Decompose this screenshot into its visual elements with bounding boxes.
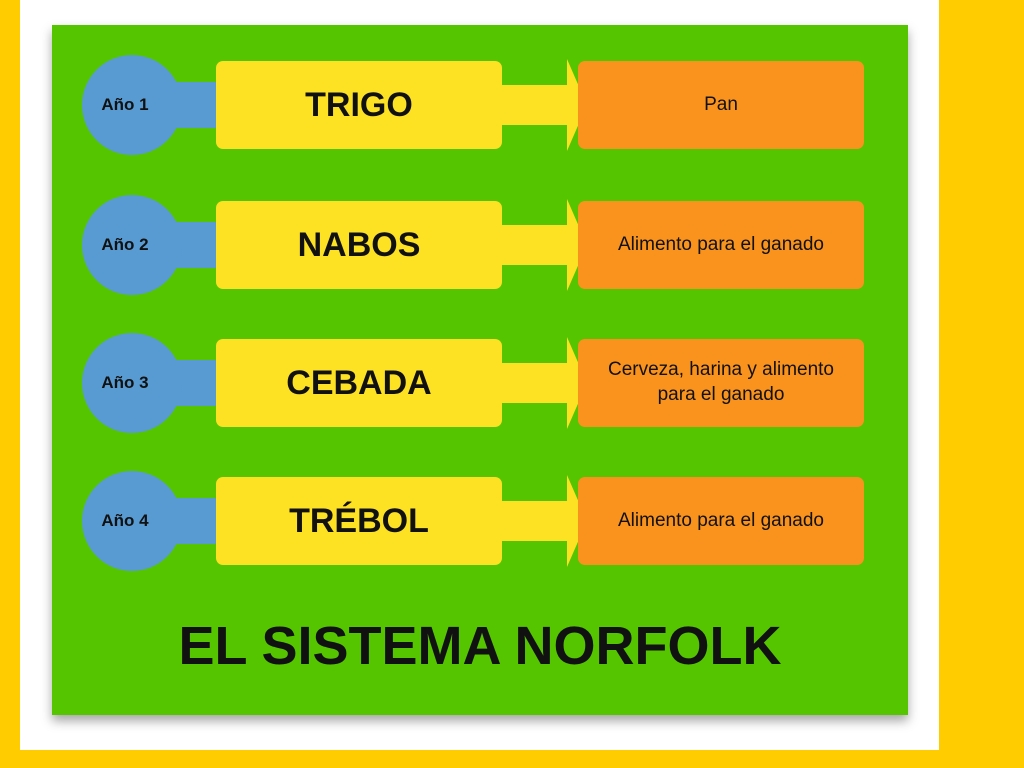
crop-label: NABOS <box>297 225 421 264</box>
use-box: Alimento para el ganado <box>578 477 864 565</box>
rotation-row-4: Año 4 TRÉBOL Alimento para el ganado <box>52 471 908 571</box>
crop-box: TRÉBOL <box>216 477 502 565</box>
year-label: Año 3 <box>101 373 149 392</box>
use-box: Alimento para el ganado <box>578 201 864 289</box>
year-circle: Año 4 <box>82 471 182 571</box>
year-label: Año 1 <box>101 95 149 114</box>
rotation-row-2: Año 2 NABOS Alimento para el ganado <box>52 195 908 295</box>
use-label: Alimento para el ganado <box>618 233 824 255</box>
arrow-right-icon <box>497 199 587 291</box>
crop-box: NABOS <box>216 201 502 289</box>
crop-label: TRIGO <box>305 85 413 124</box>
use-label: Pan <box>704 93 738 115</box>
diagram-title: EL SISTEMA NORFOLK <box>178 616 782 676</box>
year-circle: Año 1 <box>82 55 182 155</box>
arrow-right-icon <box>497 475 587 567</box>
crop-label: CEBADA <box>286 363 432 402</box>
year-label: Año 2 <box>101 235 149 254</box>
crop-label: TRÉBOL <box>289 501 429 540</box>
crop-box: TRIGO <box>216 61 502 149</box>
crop-box: CEBADA <box>216 339 502 427</box>
year-circle: Año 3 <box>82 333 182 433</box>
use-label: Alimento para el ganado <box>618 509 824 531</box>
use-box: Pan <box>578 61 864 149</box>
year-circle: Año 2 <box>82 195 182 295</box>
year-label: Año 4 <box>101 511 149 530</box>
arrow-right-icon <box>497 59 587 151</box>
rotation-row-3: Año 3 CEBADA Cerveza, harina y alimento … <box>52 333 908 433</box>
rotation-row-1: Año 1 TRIGO Pan <box>52 55 908 155</box>
slide: Año 1 TRIGO Pan Año 2 NABOS Alimento par… <box>20 0 939 750</box>
diagram-panel: Año 1 TRIGO Pan Año 2 NABOS Alimento par… <box>52 25 908 715</box>
use-label: Cerveza, harina y alimento para el ganad… <box>608 359 834 405</box>
arrow-right-icon <box>497 337 587 429</box>
use-box: Cerveza, harina y alimento para el ganad… <box>578 339 864 427</box>
